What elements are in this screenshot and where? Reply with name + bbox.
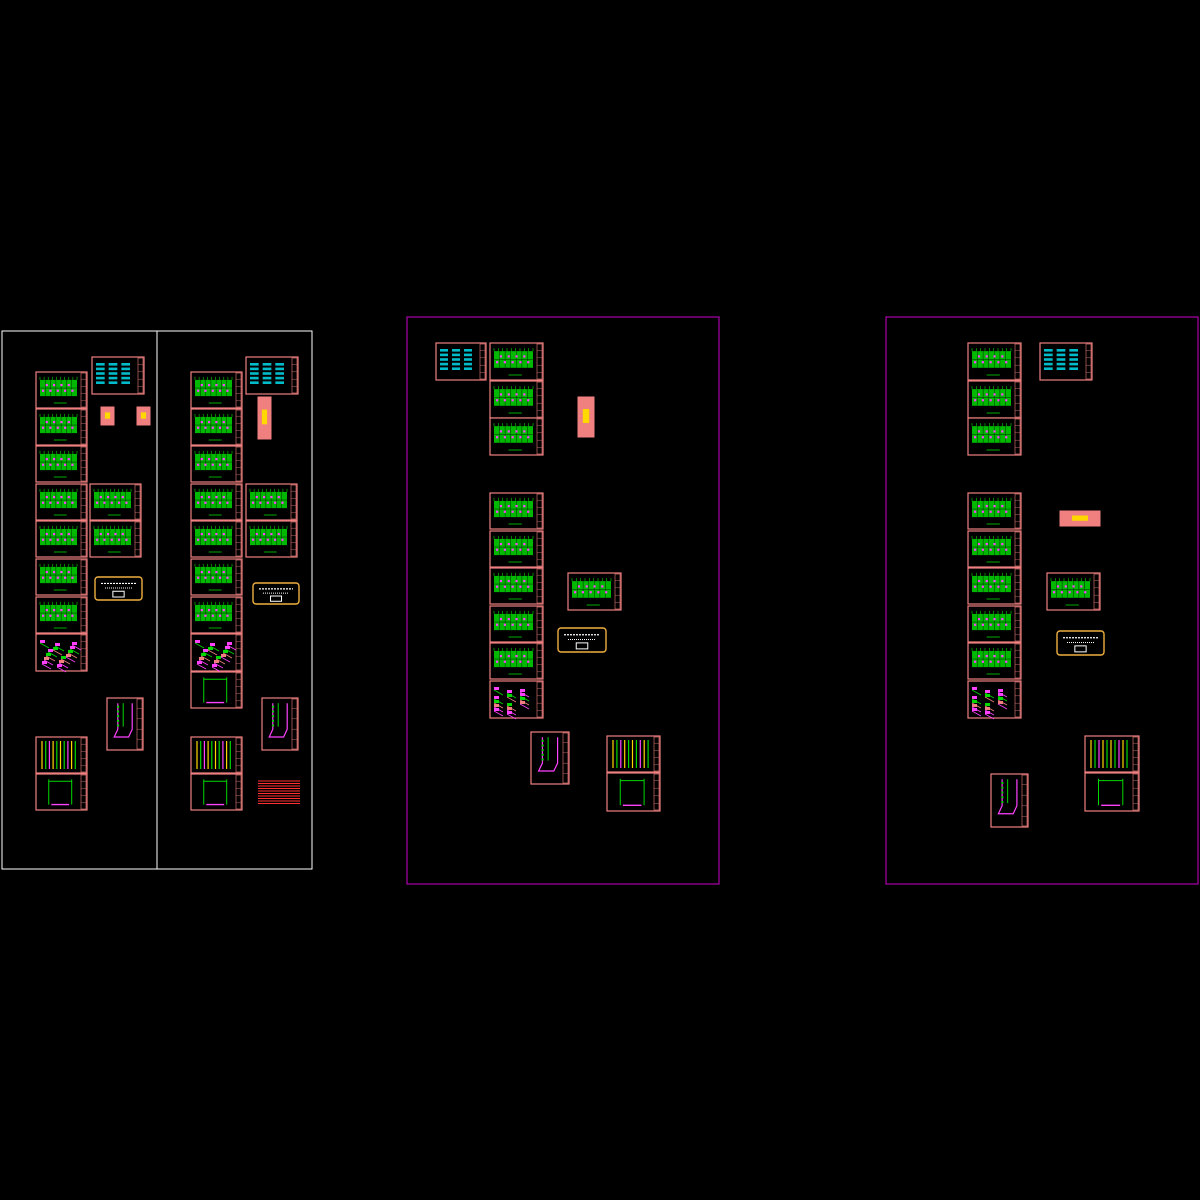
l1a-section-detail	[35, 773, 88, 811]
l3-floor-plan-4	[967, 492, 1022, 530]
l1b-floor-plan-2	[190, 408, 243, 446]
l2-tall-detail	[577, 396, 595, 438]
l2-floor-plan-4	[489, 492, 544, 530]
l1b-floor-plan-7	[190, 596, 243, 634]
l3-wide-detail	[1059, 510, 1101, 527]
l1a-floor-plan-8	[89, 483, 142, 521]
l1a-iso-detail	[106, 697, 144, 751]
l1b-hatched-title-block	[258, 780, 300, 804]
l1b-floor-plan-8	[245, 483, 298, 521]
l1a-floor-plan-4	[35, 483, 88, 521]
l2-floor-plan-8	[489, 642, 544, 680]
l3-section-detail	[1084, 772, 1140, 812]
l2-floor-plan-2	[489, 380, 544, 419]
l1a-floor-plan-3	[35, 445, 88, 483]
l1a-floor-plan-9	[89, 520, 142, 558]
l1b-riser-diagram	[190, 736, 243, 774]
l2-floor-plan-6	[489, 567, 544, 605]
l1b-floor-plan-5	[190, 520, 243, 558]
l2-system-diagram	[489, 680, 544, 720]
l1a-small-detail-1	[100, 406, 115, 426]
l2-floor-plan-5	[489, 530, 544, 568]
l1a-legend-note	[94, 576, 143, 601]
l3-riser-diagram	[1084, 735, 1140, 773]
l3-floor-plan-5	[967, 530, 1022, 568]
l3-floor-plan-1	[967, 342, 1022, 381]
l2-section-detail	[606, 772, 661, 812]
l1b-schematic	[190, 671, 243, 709]
l2-legend-note	[557, 627, 607, 653]
l2-floor-plan-7	[489, 605, 544, 643]
l1b-floor-plan-1	[190, 371, 243, 409]
l1b-floor-plan-3	[190, 445, 243, 483]
l2-floor-plan-1	[489, 342, 544, 381]
drawing-sheets	[35, 342, 1140, 828]
l3-equipment-table	[1039, 342, 1093, 381]
l1b-equipment-table	[245, 356, 299, 395]
l1b-floor-plan-9	[245, 520, 298, 558]
l1b-system-diagram	[190, 633, 243, 673]
l2-iso-detail	[530, 731, 570, 785]
l3-floor-plan-2	[967, 380, 1022, 419]
l1a-riser-diagram	[35, 736, 88, 774]
l1a-system-diagram	[35, 633, 88, 673]
l2-equipment-table	[435, 342, 487, 381]
l2-floor-plan-9	[567, 572, 622, 611]
l3-floor-plan-6	[967, 567, 1022, 605]
l2-riser-diagram	[606, 735, 661, 773]
l2-floor-plan-3	[489, 417, 544, 456]
layout-frames	[1, 316, 1199, 885]
l1a-floor-plan-7	[35, 596, 88, 634]
l1a-floor-plan-2	[35, 408, 88, 446]
layout-2-frame	[406, 316, 720, 885]
l3-iso-detail	[990, 773, 1029, 828]
l3-floor-plan-3	[967, 417, 1022, 456]
l1b-floor-plan-6	[190, 558, 243, 596]
l1b-iso-detail	[261, 697, 299, 751]
l1b-tall-detail	[257, 396, 272, 440]
layout-3-frame	[885, 316, 1199, 885]
l1a-floor-plan-5	[35, 520, 88, 558]
l3-system-diagram	[967, 680, 1022, 720]
l1b-section-detail	[190, 773, 243, 811]
l3-legend-note	[1056, 630, 1105, 656]
l3-floor-plan-7	[967, 605, 1022, 643]
l3-floor-plan-9	[1046, 572, 1101, 611]
l1a-floor-plan-6	[35, 558, 88, 596]
l1a-floor-plan-1	[35, 371, 88, 409]
l1b-legend-note	[252, 582, 300, 605]
l1a-small-detail-2	[136, 406, 151, 426]
l1a-equipment-table	[91, 356, 145, 395]
l3-floor-plan-8	[967, 642, 1022, 680]
l1b-floor-plan-4	[190, 483, 243, 521]
